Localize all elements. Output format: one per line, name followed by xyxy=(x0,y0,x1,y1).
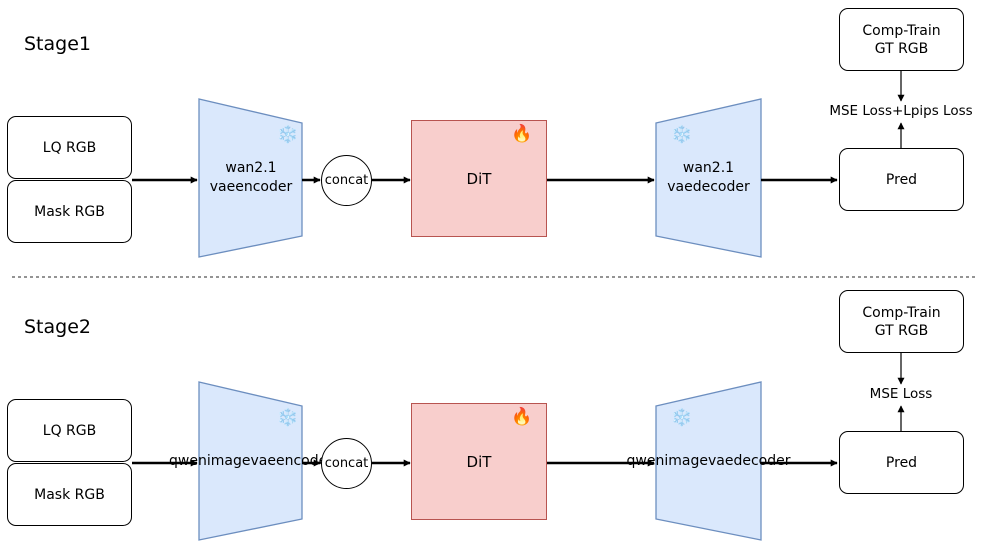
stage2-gt-line: GT RGB xyxy=(874,322,929,339)
stage2-gt-line: Comp-Train xyxy=(862,304,941,321)
snowflake-icon: ❄️ xyxy=(277,125,299,145)
stage2-pred-box: Pred xyxy=(839,431,964,494)
stage2-encoder-line: qwenimage xyxy=(169,452,251,469)
stage1-encoder-line: encoder xyxy=(235,179,293,195)
stage2-concat-node: concat xyxy=(321,438,372,489)
stage1-loss-label: MSE Loss+Lpips Loss xyxy=(829,103,973,119)
snowflake-icon: ❄️ xyxy=(671,408,693,428)
stage2-decoder-line: decoder xyxy=(733,452,791,469)
stage1-title: Stage1 xyxy=(24,33,91,55)
stage1-decoder-shape xyxy=(655,98,762,258)
stage1-gt-line: GT RGB xyxy=(874,40,929,57)
snowflake-icon: ❄️ xyxy=(277,408,299,428)
stage2-encoder-line: encoder xyxy=(275,452,333,469)
stage1-dit-block: DiT xyxy=(411,120,547,237)
stage2-decoder-text: qwenimagevaedecoder xyxy=(627,452,791,471)
stage2-encoder-line: vae xyxy=(250,452,276,469)
fire-icon: 🔥 xyxy=(511,407,533,427)
stage2-loss-label: MSE Loss xyxy=(869,386,933,402)
stage1-decoder-text: wan2.1 vaedecoder xyxy=(656,159,761,197)
stage1-decoder-line: decoder xyxy=(692,179,750,195)
stage2-lq-rgb-box: LQ RGB xyxy=(7,399,132,462)
stage2-encoder-text: qwenimagevaeencoder xyxy=(169,452,333,471)
snowflake-icon: ❄️ xyxy=(671,125,693,145)
stage1-mask-rgb-box: Mask RGB xyxy=(7,180,132,243)
stage1-encoder-line: wan2.1 vae xyxy=(209,160,277,195)
stage1-pred-box: Pred xyxy=(839,148,964,211)
stage1-encoder-shape xyxy=(198,98,303,258)
stage2-decoder-line: vae xyxy=(707,452,734,469)
stage2-encoder-label: qwenimagevaeencoder xyxy=(169,383,333,539)
stage2-dit-block: DiT xyxy=(411,403,547,520)
stage1-decoder-label: wan2.1 vaedecoder xyxy=(656,100,761,256)
stage2-encoder-shape xyxy=(198,381,303,541)
stage1-encoder-text: wan2.1 vaeencoder xyxy=(200,159,302,197)
fire-icon: 🔥 xyxy=(511,124,533,144)
stage1-lq-rgb-box: LQ RGB xyxy=(7,116,132,179)
stage2-mask-rgb-box: Mask RGB xyxy=(7,463,132,526)
stage1-concat-node: concat xyxy=(321,155,372,206)
stage1-encoder-label: wan2.1 vaeencoder xyxy=(200,100,302,256)
stage2-title: Stage2 xyxy=(24,316,91,338)
stage1-decoder-line: wan2.1 vae xyxy=(667,160,735,195)
stage2-decoder-label: qwenimagevaedecoder xyxy=(627,383,791,539)
stage2-decoder-shape xyxy=(655,381,762,541)
stage2-decoder-line: qwenimage xyxy=(626,452,708,469)
stage1-gt-line: Comp-Train xyxy=(862,22,941,39)
